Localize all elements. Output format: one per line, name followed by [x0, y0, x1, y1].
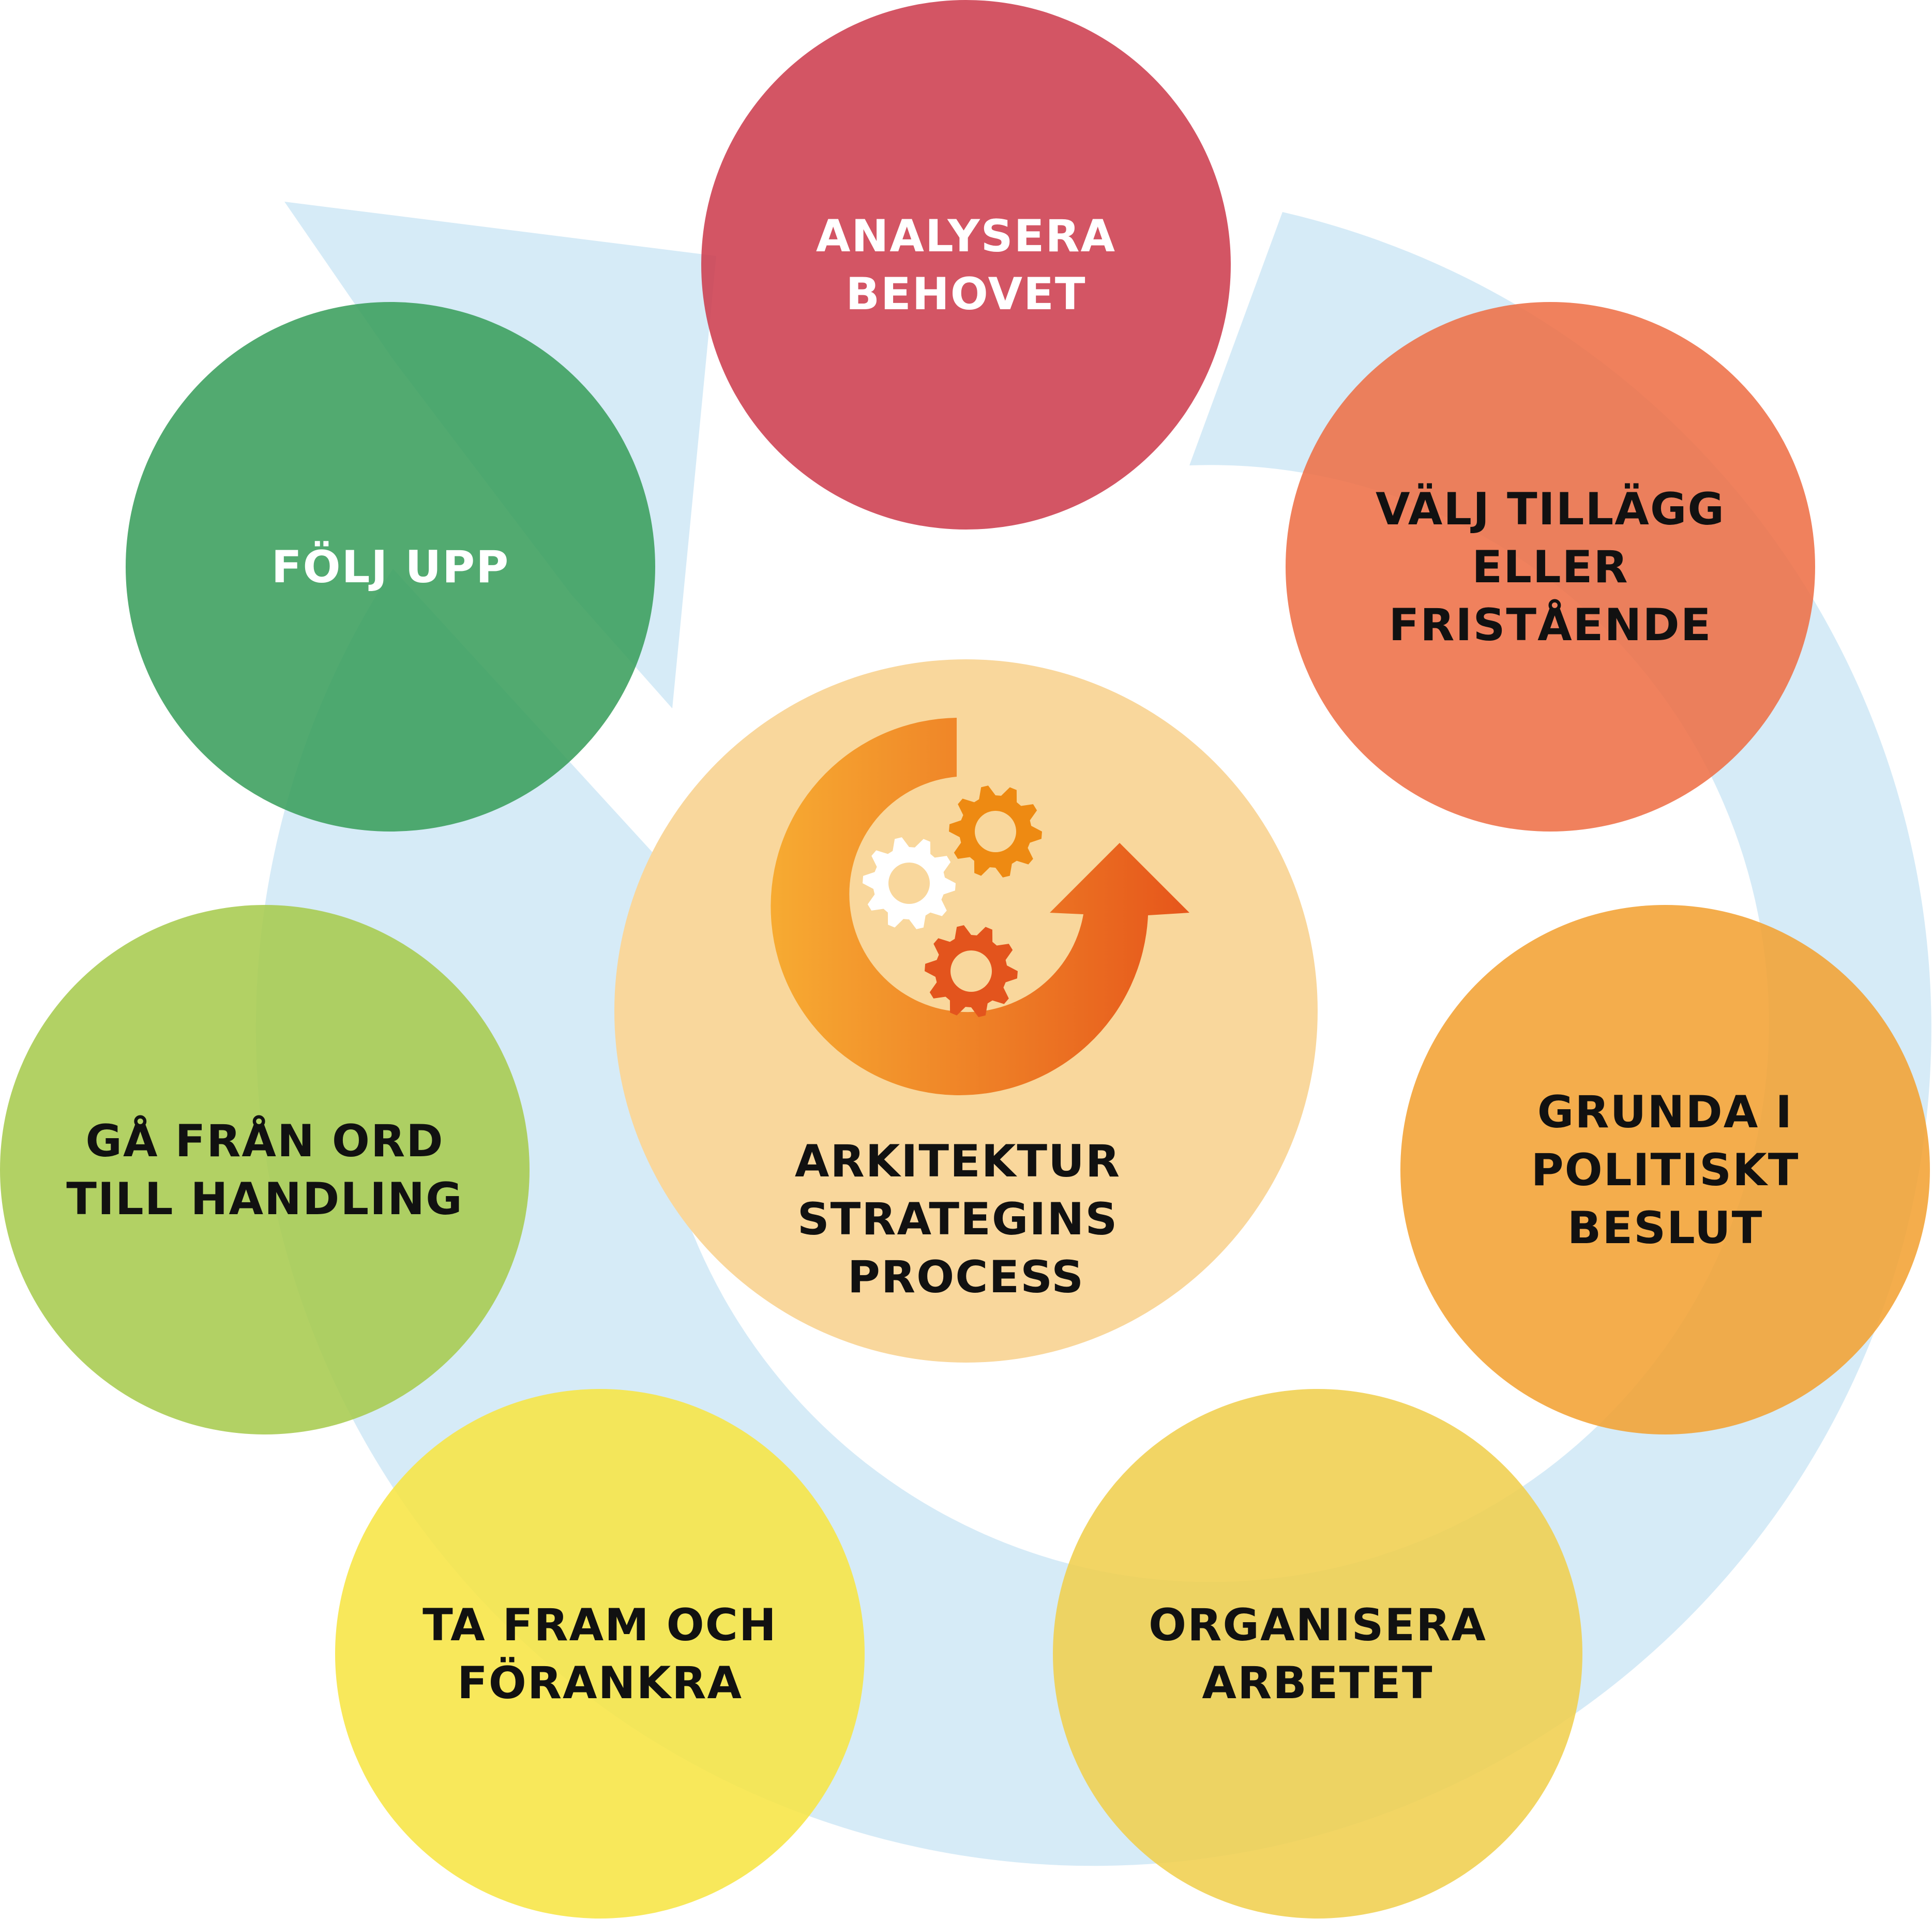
step-ta-fram-och-forankra: TA FRAM OCH FÖRANKRA	[335, 1389, 865, 1918]
step-circle	[1053, 1389, 1582, 1918]
gear-hole	[888, 863, 930, 904]
step-label: FÖLJ UPP	[271, 541, 510, 593]
step-label-line: FÖRANKRA	[457, 1657, 743, 1709]
step-label-line: TILL HANDLING	[66, 1173, 463, 1225]
step-valj-tillagg: VÄLJ TILLÄGG ELLER FRISTÅENDE	[1286, 302, 1815, 832]
center-title-line: ARKITEKTUR	[795, 1136, 1121, 1187]
step-label-line: FÖLJ UPP	[271, 541, 510, 593]
gear-hole	[950, 950, 992, 992]
orange-gear-icon	[949, 785, 1042, 878]
step-label: GRUNDA I POLITISKT BESLUT	[1531, 1086, 1800, 1254]
step-label: GÅ FRÅN ORD TILL HANDLING	[66, 1115, 463, 1225]
step-circle	[701, 0, 1231, 530]
step-label: ANALYSERA BEHOVET	[816, 210, 1116, 320]
step-label-line: ELLER	[1472, 541, 1628, 593]
step-label-line: BESLUT	[1567, 1202, 1763, 1254]
step-label: VÄLJ TILLÄGG ELLER FRISTÅENDE	[1376, 483, 1725, 651]
step-label-line: ARBETET	[1202, 1657, 1433, 1709]
step-label-line: GRUNDA I	[1537, 1086, 1793, 1138]
step-label-line: BEHOVET	[846, 268, 1086, 320]
step-label-line: FRISTÅENDE	[1389, 599, 1712, 651]
step-ga-fran-ord-till-handling: GÅ FRÅN ORD TILL HANDLING	[0, 905, 530, 1434]
step-organisera-arbetet: ORGANISERA ARBETET	[1053, 1389, 1582, 1918]
step-folj-upp: FÖLJ UPP	[126, 302, 655, 832]
step-label-line: GÅ FRÅN ORD	[85, 1115, 444, 1167]
step-circle	[126, 302, 655, 832]
step-label-line: VÄLJ TILLÄGG	[1376, 483, 1725, 535]
gear-hole	[975, 811, 1016, 852]
step-circle	[0, 905, 530, 1434]
step-grunda-i-politiskt-beslut: GRUNDA I POLITISKT BESLUT	[1400, 905, 1930, 1434]
step-label-line: ANALYSERA	[816, 210, 1116, 262]
center-title-line: PROCESS	[848, 1251, 1084, 1303]
red-gear-icon	[925, 925, 1018, 1017]
step-analysera-behovet: ANALYSERA BEHOVET	[701, 0, 1231, 530]
center-node: ARKITEKTUR STRATEGINS PROCESS	[614, 659, 1318, 1363]
step-label: TA FRAM OCH FÖRANKRA	[422, 1599, 777, 1709]
center-title-line: STRATEGINS	[797, 1193, 1119, 1245]
step-circle	[335, 1389, 865, 1918]
step-circle	[1400, 905, 1930, 1434]
step-label-line: ORGANISERA	[1149, 1599, 1487, 1651]
center-title: ARKITEKTUR STRATEGINS PROCESS	[795, 1136, 1137, 1303]
white-gear-icon	[863, 837, 956, 929]
step-label: ORGANISERA ARBETET	[1149, 1599, 1487, 1709]
step-label-line: TA FRAM OCH	[422, 1599, 777, 1651]
step-label-line: POLITISKT	[1531, 1144, 1800, 1196]
cycle-arrow-gears-icon	[771, 718, 1189, 1095]
circular-arrow-shape	[771, 718, 1189, 1095]
step-circle	[1286, 302, 1815, 832]
